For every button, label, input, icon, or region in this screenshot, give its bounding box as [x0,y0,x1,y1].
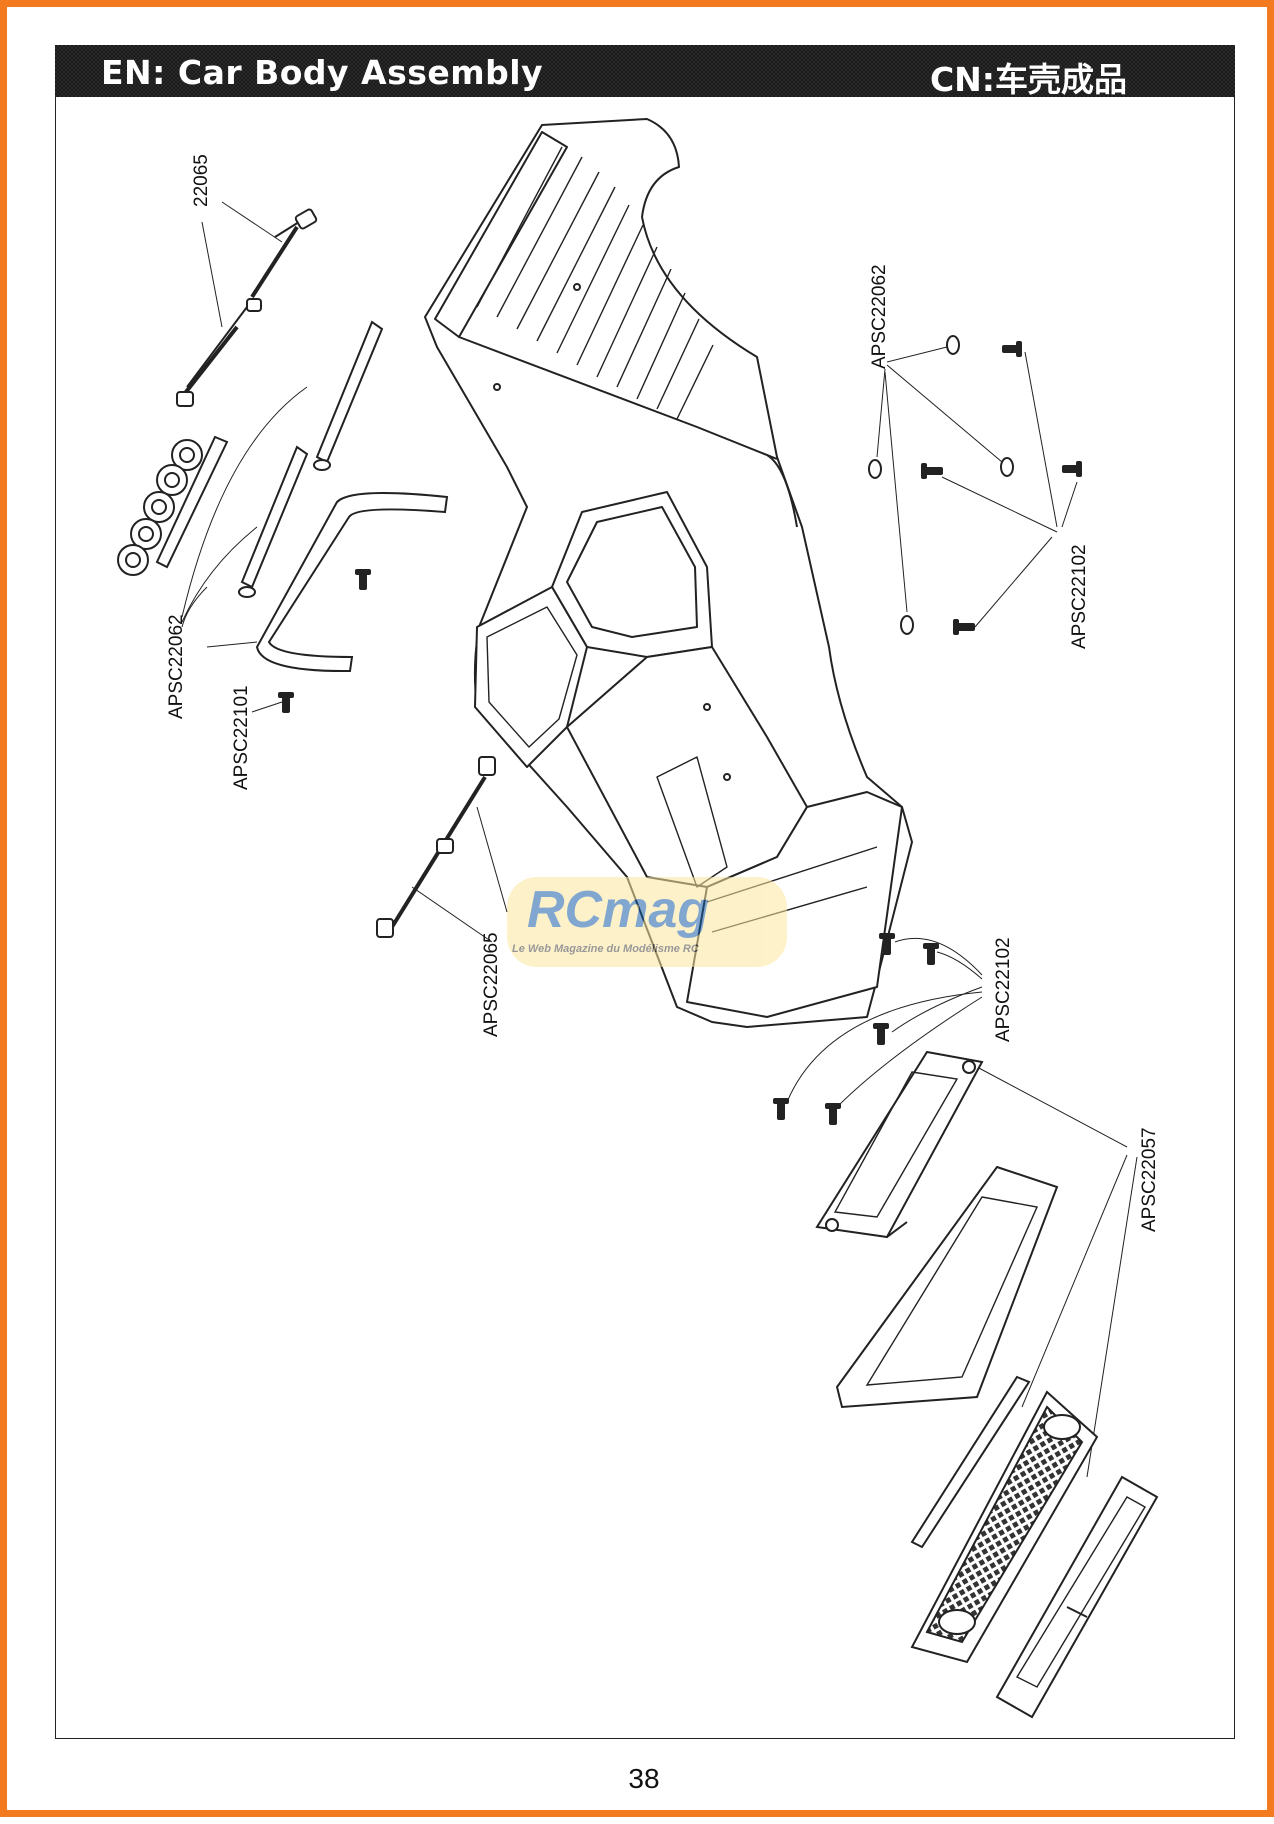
front-grille [910,1390,1099,1664]
leader-lines-22065 [201,201,283,328]
front-fascia [835,1165,1059,1409]
label-apsc22102-right: APSC22102 [1069,544,1090,649]
label-apsc22065: APSC22065 [481,932,502,1037]
header-title-en: EN: Car Body Assembly [101,53,544,92]
label-apsc22062-right: APSC22062 [869,264,890,369]
car-body-shell [424,118,913,1028]
leader-lines-lower [786,938,1138,1478]
watermark-tagline: Le Web Magazine du Modélisme RC [512,943,700,955]
leader-lines-left [181,386,308,713]
label-apsc22057: APSC22057 [1139,1127,1160,1232]
roll-bar-parts [238,320,449,673]
watermark: RCmag Le Web Magazine du Modélisme RC [507,877,787,967]
exploded-view-diagram: RCmag Le Web Magazine du Modélisme RC [117,118,1160,1719]
washer-icon [868,335,1014,635]
front-bumper [995,1475,1159,1719]
light-bar-with-spotlights [117,435,229,576]
screw-icon [773,933,939,1125]
bumper-mount-bracket [815,1050,984,1239]
trim-strip [910,1375,1031,1549]
leader-lines-right [876,346,1078,628]
label-apsc22101: APSC22101 [231,685,252,790]
screw-icon [278,569,371,713]
link-rod-22065 [176,208,318,407]
header-bar: EN: Car Body Assembly CN:车壳成品 [55,45,1235,99]
leader-lines-apsc22065 [411,806,508,943]
label-apsc22062-left: APSC22062 [166,614,187,719]
label-apsc22102-lower: APSC22102 [993,937,1014,1042]
watermark-brand: RCmag [527,881,709,939]
page-number: 38 [628,1763,660,1794]
header-title-cn: CN:车壳成品 [929,60,1127,99]
label-22065: 22065 [191,154,212,207]
link-rod-apsc22065 [376,756,496,938]
screw-icon [921,341,1082,635]
